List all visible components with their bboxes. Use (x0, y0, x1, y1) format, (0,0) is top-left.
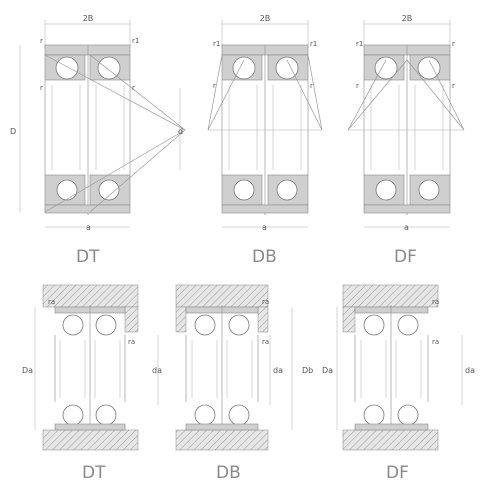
bottom-db-da-label: da (273, 366, 283, 375)
ball-icon (363, 404, 385, 426)
bottom-df-ra-label-2: ra (432, 338, 439, 346)
top-df-r-label-3: r (452, 82, 455, 90)
bottom-dt-Da-label: Da (22, 366, 33, 375)
ball-icon (397, 314, 419, 336)
top-df-r-label: r (452, 40, 455, 48)
bottom-df-da-label: da (465, 366, 475, 375)
bottom-df-mounting: Da da ra ra DF (322, 284, 475, 483)
bottom-db-mounting: da Db ra ra DB (175, 284, 313, 483)
bottom-db-ra-label: ra (262, 298, 269, 306)
ball-icon (375, 179, 397, 201)
ball-icon (276, 179, 298, 201)
bottom-df-title: DF (386, 463, 409, 483)
ball-icon (228, 404, 250, 426)
ball-icon (232, 56, 256, 80)
bottom-dt-ra-label-2: ra (128, 338, 135, 346)
top-db-r-label-2: r (310, 82, 313, 90)
ball-icon (418, 179, 440, 201)
ball-icon (95, 404, 117, 426)
top-dt-D-label: D (10, 127, 16, 136)
top-df-r-label-2: r (356, 82, 359, 90)
top-db-r1-label: r1 (213, 40, 220, 48)
ball-icon (98, 179, 120, 201)
top-dt-a-label: a (86, 223, 91, 232)
top-df-bearing: 2B a r1 r r r DF (347, 14, 465, 267)
top-db-width-label: 2B (260, 14, 271, 23)
bottom-dt-title: DT (82, 463, 106, 483)
top-dt-bearing: 2B D d a r r1 r r DT (10, 14, 186, 267)
bottom-df-Da-label: Da (322, 366, 333, 375)
top-db-a-label: a (262, 223, 267, 232)
ball-icon (194, 404, 216, 426)
bottom-db-ra-label-2: ra (262, 338, 269, 346)
bottom-dt-mounting: Da da ra ra DT (22, 284, 162, 483)
top-dt-r-label: r (40, 37, 43, 45)
top-df-title: DF (394, 247, 417, 267)
top-dt-title: DT (76, 247, 100, 267)
ball-icon (97, 56, 121, 80)
ball-icon (62, 314, 84, 336)
ball-icon (417, 56, 441, 80)
ball-icon (228, 314, 250, 336)
ball-icon (275, 56, 299, 80)
top-db-r1-label-2: r1 (310, 40, 317, 48)
ball-icon (194, 314, 216, 336)
top-db-title: DB (252, 247, 277, 267)
top-dt-r-label-3: r (132, 84, 135, 92)
top-dt-r1-label: r1 (132, 37, 139, 45)
top-df-a-label: a (404, 223, 409, 232)
ball-icon (55, 56, 79, 80)
ball-icon (95, 314, 117, 336)
bottom-df-ra-label: ra (432, 298, 439, 306)
bottom-dt-ra-label: ra (48, 298, 55, 306)
ball-icon (56, 179, 78, 201)
ball-icon (233, 179, 255, 201)
bottom-dt-da-label: da (152, 366, 162, 375)
top-dt-width-label: 2B (83, 14, 94, 23)
ball-icon (363, 314, 385, 336)
top-db-r-label: r (213, 82, 216, 90)
ball-icon (374, 56, 398, 80)
ball-icon (397, 404, 419, 426)
ball-icon (62, 404, 84, 426)
top-dt-d-label: d (178, 127, 183, 136)
top-dt-r-label-2: r (40, 84, 43, 92)
bottom-db-title: DB (216, 463, 241, 483)
top-df-width-label: 2B (402, 14, 413, 23)
bottom-db-Db-label: Db (302, 366, 313, 375)
top-db-bearing: 2B a r1 r1 r r DB (207, 14, 323, 267)
top-df-r1-label: r1 (356, 40, 363, 48)
